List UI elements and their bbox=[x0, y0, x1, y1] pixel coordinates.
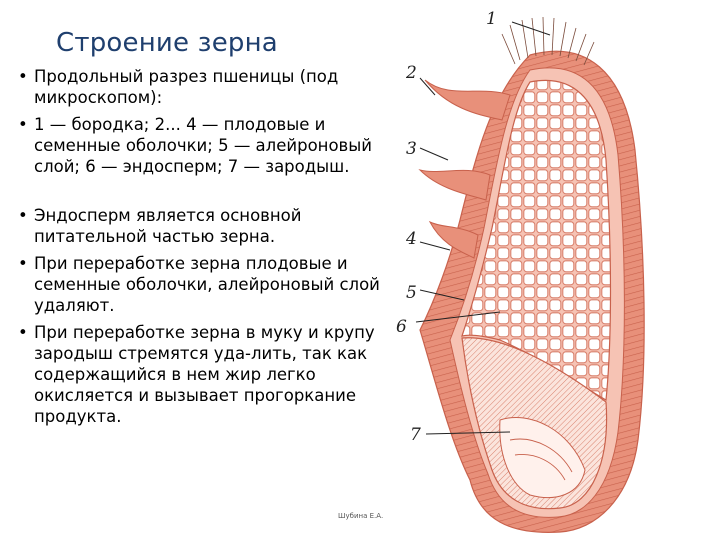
bullet-item: При переработке зерна в муку и крупу зар… bbox=[16, 322, 396, 427]
peeled-layer-top bbox=[424, 79, 511, 121]
grain-section-diagram: 1 2 3 4 5 6 7 bbox=[396, 9, 645, 533]
embryo-inner-lines bbox=[509, 438, 573, 481]
spacer bbox=[16, 183, 396, 205]
bullet-item: Эндосперм является основной питательной … bbox=[16, 205, 396, 247]
beard-brush bbox=[501, 16, 595, 66]
label-1: 1 bbox=[486, 9, 497, 29]
label-4: 4 bbox=[405, 229, 417, 249]
bullet-item: 1 — бородка; 2... 4 — плодовые и семенны… bbox=[16, 114, 396, 177]
bullet-list: Продольный разрез пшеницы (под микроскоп… bbox=[16, 66, 396, 433]
bullet-item: Продольный разрез пшеницы (под микроскоп… bbox=[16, 66, 396, 108]
label-3: 3 bbox=[406, 139, 417, 159]
peeled-layer-low bbox=[428, 220, 479, 259]
bullet-item: При переработке зерна плодовые и семенны… bbox=[16, 253, 396, 316]
label-7: 7 bbox=[410, 425, 421, 445]
leader-lines bbox=[415, 21, 551, 435]
peeled-layer-mid bbox=[418, 169, 491, 201]
label-2: 2 bbox=[405, 63, 417, 83]
slide-title: Строение зерна bbox=[56, 28, 278, 58]
label-6: 6 bbox=[396, 317, 407, 337]
label-5: 5 bbox=[406, 283, 417, 303]
author-footer: Шубина Е.А. bbox=[338, 512, 384, 520]
